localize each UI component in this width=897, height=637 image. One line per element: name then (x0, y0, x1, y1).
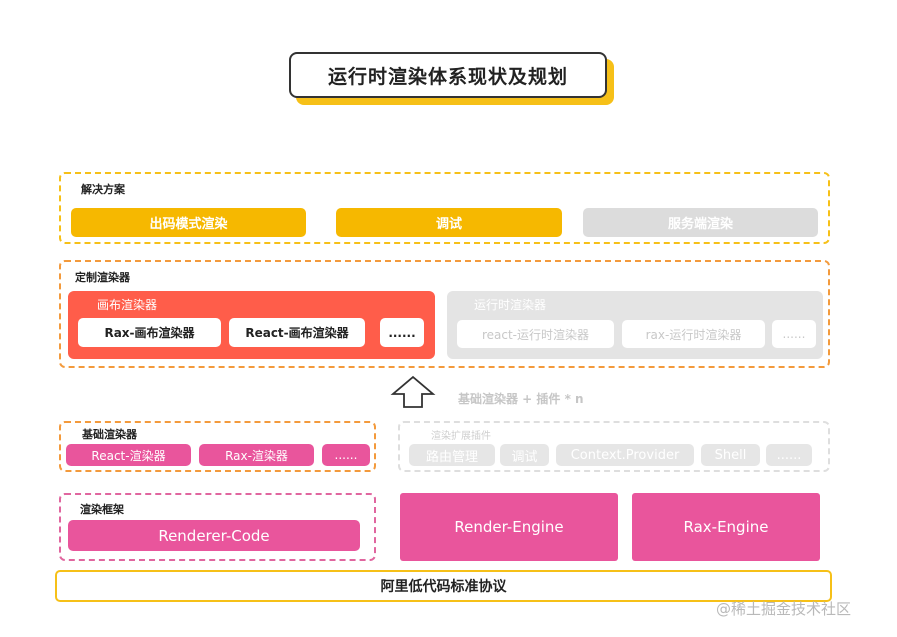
diagram-title: 运行时渲染体系现状及规划 (289, 52, 607, 98)
solution-codegen-render: 出码模式渲染 (71, 208, 306, 237)
canvas-renderer-more: ...... (380, 318, 424, 347)
solution-debug: 调试 (336, 208, 562, 237)
base-renderers-panel (59, 421, 376, 472)
base-renderers-label: 基础渲染器 (82, 428, 137, 441)
canvas-renderer-label: 画布渲染器 (97, 298, 158, 312)
plugin-shell: Shell (701, 444, 760, 466)
solutions-label: 解决方案 (81, 183, 125, 196)
plugin-router: 路由管理 (409, 444, 495, 466)
plugin-more: ...... (766, 444, 812, 466)
solutions-panel (59, 172, 830, 244)
react-canvas-renderer: React-画布渲染器 (229, 318, 365, 347)
runtime-renderer-label: 运行时渲染器 (474, 298, 547, 312)
renderer-code: Renderer-Code (68, 520, 360, 551)
plugin-context-provider: Context.Provider (556, 444, 694, 466)
rax-runtime-renderer: rax-运行时渲染器 (622, 320, 765, 348)
protocol-bar: 阿里低代码标准协议 (55, 570, 832, 602)
react-renderer: React-渲染器 (66, 444, 191, 466)
framework-panel (59, 493, 376, 561)
plugins-panel (398, 421, 830, 472)
plugins-label: 渲染扩展插件 (431, 431, 491, 442)
rax-engine: Rax-Engine (632, 493, 820, 561)
custom-renderers-panel (59, 260, 830, 368)
custom-renderers-label: 定制渲染器 (75, 271, 130, 284)
watermark: @稀土掘金技术社区 (716, 600, 852, 618)
runtime-renderer-more: ...... (772, 320, 816, 348)
rax-canvas-renderer: Rax-画布渲染器 (78, 318, 221, 347)
base-renderer-more: ...... (322, 444, 370, 466)
plugin-debug: 调试 (500, 444, 549, 466)
rax-renderer: Rax-渲染器 (199, 444, 314, 466)
arrow-note: 基础渲染器 + 插件 * n (458, 392, 584, 406)
react-runtime-renderer: react-运行时渲染器 (457, 320, 614, 348)
framework-label: 渲染框架 (80, 503, 124, 516)
solution-server-render: 服务端渲染 (583, 208, 818, 237)
up-arrow-icon (390, 375, 436, 408)
render-engine: Render-Engine (400, 493, 618, 561)
